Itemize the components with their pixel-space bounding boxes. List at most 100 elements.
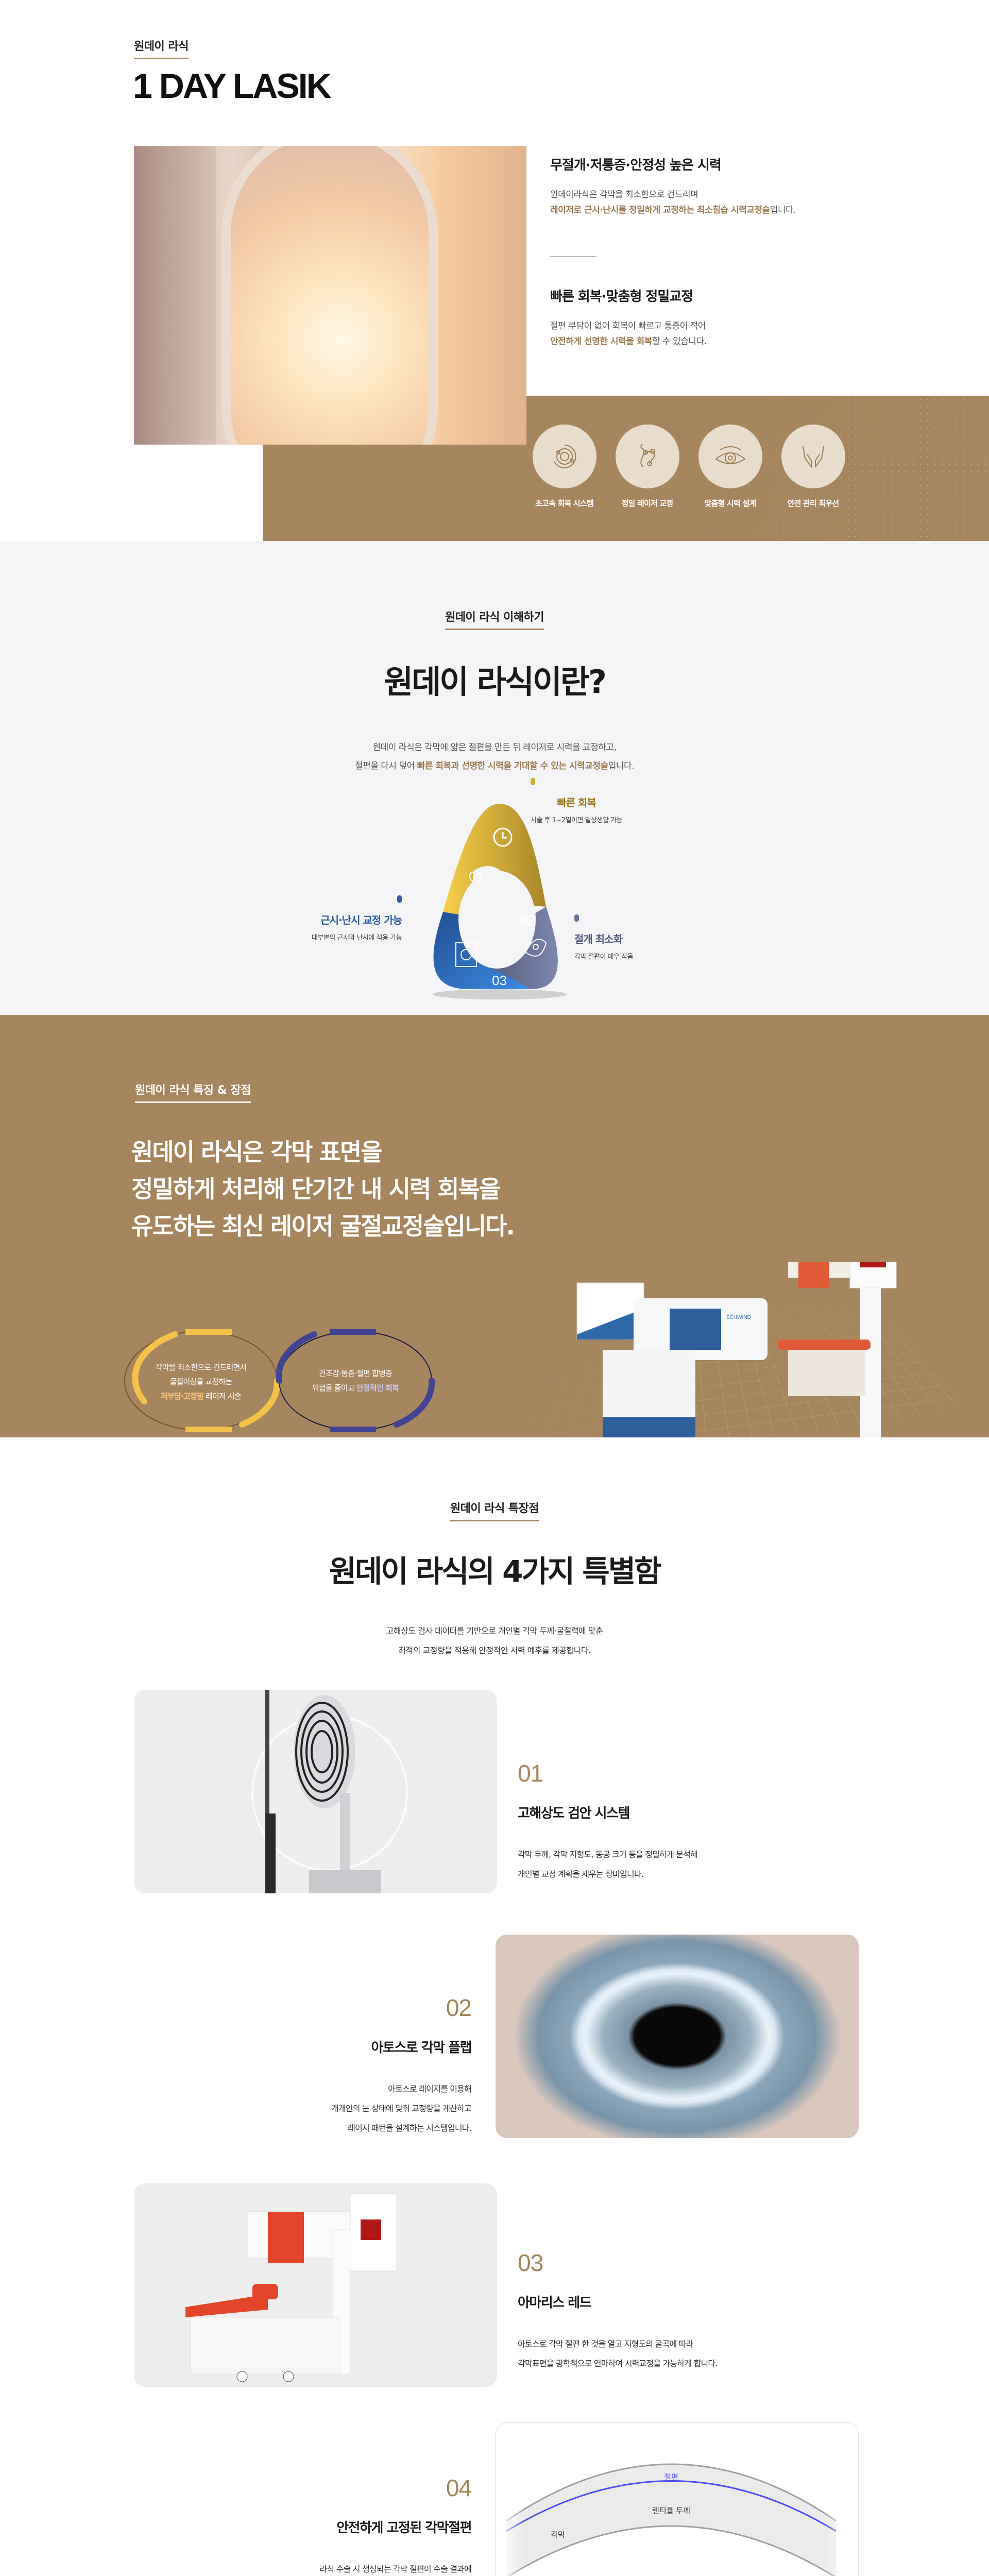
special-item-04: 04 안전하게 고정된 각막절편 라식 수술 시 생성되는 각막 절편이 수술 … — [134, 2422, 859, 2576]
feature-highlight: 안전하게 선명한 시력을 회복 — [550, 336, 652, 347]
feature-desc: 절편 부담이 없어 회복이 빠르고 통증이 적어 — [550, 321, 706, 331]
ring-highlight: 저부담·고정밀 — [161, 1392, 204, 1401]
page-title: 1 DAY LASIK — [133, 66, 332, 106]
alarm-clock-icon — [493, 827, 513, 847]
whatis-section: 원데이 라식 이해하기 원데이 라식이란? 원데이 라식은 각막에 얇은 절편을… — [0, 541, 989, 1015]
special-item-03: 03 아마리스 레드 아토스로 각막 절편 한 것을 열고 지형도의 굴곡에 따… — [134, 2169, 855, 2387]
ring-line: 위험을 줄이고 — [312, 1383, 356, 1393]
label-desc: 대부분의 근시와 난시에 적용 가능 — [312, 934, 402, 942]
feature-icons: 초고속 회복 시스템 정밀 레이저 교정 맞춤형 시력 설계 안전 관리 최우선 — [532, 425, 845, 509]
lead-highlight: 빠른 회복과 선명한 시력을 기대할 수 있는 시력교정술 — [417, 761, 609, 771]
feature-desc-tail: 할 수 있습니다. — [652, 336, 707, 347]
label-title: 근시·난시 교정 가능 — [320, 914, 402, 926]
icon-label: 맞춤형 시력 설계 — [704, 499, 757, 508]
section-kicker: 원데이 라식 이해하기 — [445, 608, 544, 630]
ring-text-2: 건조감·통증·절편 합병증 위험을 줄이고 안정적인 회복 — [299, 1366, 412, 1395]
ring-line: 건조감·통증·절편 합병증 — [319, 1369, 393, 1378]
svg-text:02: 02 — [520, 912, 535, 928]
iris-closeup-image — [496, 1935, 859, 2138]
lead-line: 원데이 라식은 각막에 얇은 절편을 만든 뒤 레이저로 시력을 교정하고, — [372, 742, 617, 753]
lead-line: 최적의 교정량을 적용해 안정적인 시력 예후를 제공합니다. — [398, 1646, 591, 1655]
hero-feature-2: 빠른 회복·맞춤형 정밀교정 절편 부담이 없어 회복이 빠르고 통증이 적어 … — [550, 286, 880, 349]
feature-icon-item: 안전 관리 최우선 — [781, 425, 845, 509]
ring-line: 각막을 최소한으로 건드리면서 — [155, 1363, 247, 1372]
molecule-icon — [615, 425, 679, 488]
ring-graphic — [124, 1329, 435, 1433]
feature-title: 무절개·저통증·안정성 높은 시력 — [550, 158, 722, 173]
svg-text:절편: 절편 — [664, 2472, 678, 2482]
diagram-label-03: 근시·난시 교정 가능 대부분의 근시와 난시에 적용 가능 — [273, 895, 402, 942]
feature-icon-item: 맞춤형 시력 설계 — [698, 425, 762, 509]
section-lead: 원데이 라식은 각막에 얇은 절편을 만든 뒤 레이저로 시력을 교정하고, 절… — [0, 738, 989, 775]
banner-kicker: 원데이 라식 특징 & 장점 — [135, 1081, 251, 1103]
svg-text:각막: 각막 — [551, 2530, 565, 2539]
features-banner: 원데이 라식 특징 & 장점 원데이 라식은 각막 표면을 정밀하게 처리해 단… — [0, 1015, 989, 1437]
desc-line: 개인별 교정 계획을 세우는 장비입니다. — [518, 1869, 644, 1879]
lead-line: 절편을 다시 덮어 — [354, 761, 417, 771]
special-number: 04 — [446, 2475, 472, 2501]
special-number: 02 — [446, 1994, 472, 2021]
section-title: 원데이 라식의 4가지 특별함 — [329, 1554, 662, 1589]
icon-label: 정밀 레이저 교정 — [621, 499, 674, 508]
feature-icon-item: 초고속 회복 시스템 — [532, 425, 596, 509]
ring-highlight: 안정적인 회복 — [356, 1383, 399, 1393]
special-title: 아마리스 레드 — [518, 2295, 592, 2311]
diagram-label-01: 빠른 회복 시술 후 1~2일이면 일상생활 가능 — [531, 778, 622, 824]
desc-line: 라식 수술 시 생성되는 각막 절편이 수술 결과에 — [319, 2564, 472, 2574]
eye-sparkle-icon — [524, 939, 547, 957]
cornea-diagram: 절편 렌티큘 두께 각막 — [496, 2422, 859, 2576]
feature-title: 빠른 회복·맞춤형 정밀교정 — [550, 289, 693, 304]
feature-desc-tail: 입니다. — [770, 205, 796, 215]
desc-line: 아토스로 각막 절편 한 것을 열고 지형도의 굴곡에 따라 — [518, 2339, 693, 2349]
icon-label: 초고속 회복 시스템 — [535, 499, 594, 508]
label-desc: 각막 절편이 매우 작음 — [574, 953, 634, 961]
label-title: 절개 최소화 — [574, 933, 623, 945]
headline-line: 원데이 라식은 각막 표면을 — [131, 1138, 383, 1166]
loop-triangle-graphic: 01 02 03 — [433, 804, 567, 999]
lead-tail: 입니다. — [608, 761, 635, 771]
orbit-icon — [532, 425, 596, 488]
amaris-laser-image — [134, 2183, 497, 2387]
ring-line: 굴절이상을 교정하는 — [169, 1377, 233, 1386]
specials-section: 원데이 라식 특장점 원데이 라식의 4가지 특별함 고해상도 검사 데이터를 … — [0, 1437, 989, 2576]
special-number: 03 — [518, 2249, 543, 2276]
desc-line: 아토스로 레이저를 이용해 — [388, 2084, 472, 2094]
svg-text:렌티큘 두께: 렌티큘 두께 — [652, 2506, 690, 2515]
icon-label: 안전 관리 최우선 — [787, 499, 840, 508]
desc-line: 각막표면을 광학적으로 연마하여 시력교정을 가능하게 합니다. — [518, 2359, 718, 2368]
triangle-diagram: 01 02 03 빠른 회복 시술 후 1~2일이면 일상생활 가능 절개 최소… — [312, 778, 680, 1005]
desc-line: 레이저 패턴을 설계하는 시스템입니다. — [348, 2123, 472, 2133]
divider — [550, 256, 596, 257]
topographer-image — [134, 1690, 497, 1893]
headline-line: 정밀하게 처리해 단기간 내 시력 회복을 — [131, 1175, 501, 1203]
eye-scan-icon — [455, 942, 477, 967]
special-item-01: 01 고해상도 검안 시스템 각막 두께, 각막 지형도, 동공 크기 등을 정… — [134, 1690, 855, 1896]
lead-line: 고해상도 검사 데이터를 기반으로 개인별 각막 두께·굴절력에 맞춘 — [386, 1626, 603, 1636]
benefit-rings: 각막을 최소한으로 건드리면서 굴절이상을 교정하는 저부담·고정밀 레이저 시… — [124, 1329, 448, 1433]
airplane-window-photo — [134, 146, 526, 445]
desc-line: 각막 두께, 각막 지형도, 동공 크기 등을 정밀하게 분석해 — [518, 1850, 698, 1859]
special-title: 아토스로 각막 플랩 — [371, 2040, 472, 2056]
svg-text:03: 03 — [492, 973, 507, 988]
special-desc: 라식 수술 시 생성되는 각막 절편이 수술 결과에영향을 주는 만큼 수술 후… — [134, 2560, 472, 2576]
special-title: 안전하게 고정된 각막절편 — [336, 2520, 472, 2536]
hero-feature-1: 무절개·저통증·안정성 높은 시력 원데이라식은 각막을 최소한으로 건드리며 … — [550, 155, 880, 218]
feature-highlight: 레이저로 근시·난시를 정밀하게 교정하는 최소침습 시력교정술 — [550, 205, 770, 215]
label-title: 빠른 회복 — [557, 796, 596, 809]
section-title: 원데이 라식이란? — [384, 663, 607, 701]
feature-desc: 원데이라식은 각막을 최소한으로 건드리며 — [550, 190, 698, 200]
window-frame — [221, 146, 438, 445]
section-kicker: 원데이 라식 특장점 — [450, 1499, 539, 1521]
diagram-label-02: 절개 최소화 각막 절편이 매우 작음 — [574, 914, 634, 961]
laser-machines-image: SCHWIND — [572, 1241, 907, 1437]
label-desc: 시술 후 1~2일이면 일상생활 가능 — [531, 817, 622, 824]
svg-text:SCHWIND: SCHWIND — [726, 1315, 751, 1320]
feature-icon-item: 정밀 레이저 교정 — [615, 425, 679, 509]
desc-line: 개개인의 눈 상태에 맞춰 교정량을 계산하고 — [331, 2104, 472, 2113]
svg-text:01: 01 — [469, 869, 484, 884]
